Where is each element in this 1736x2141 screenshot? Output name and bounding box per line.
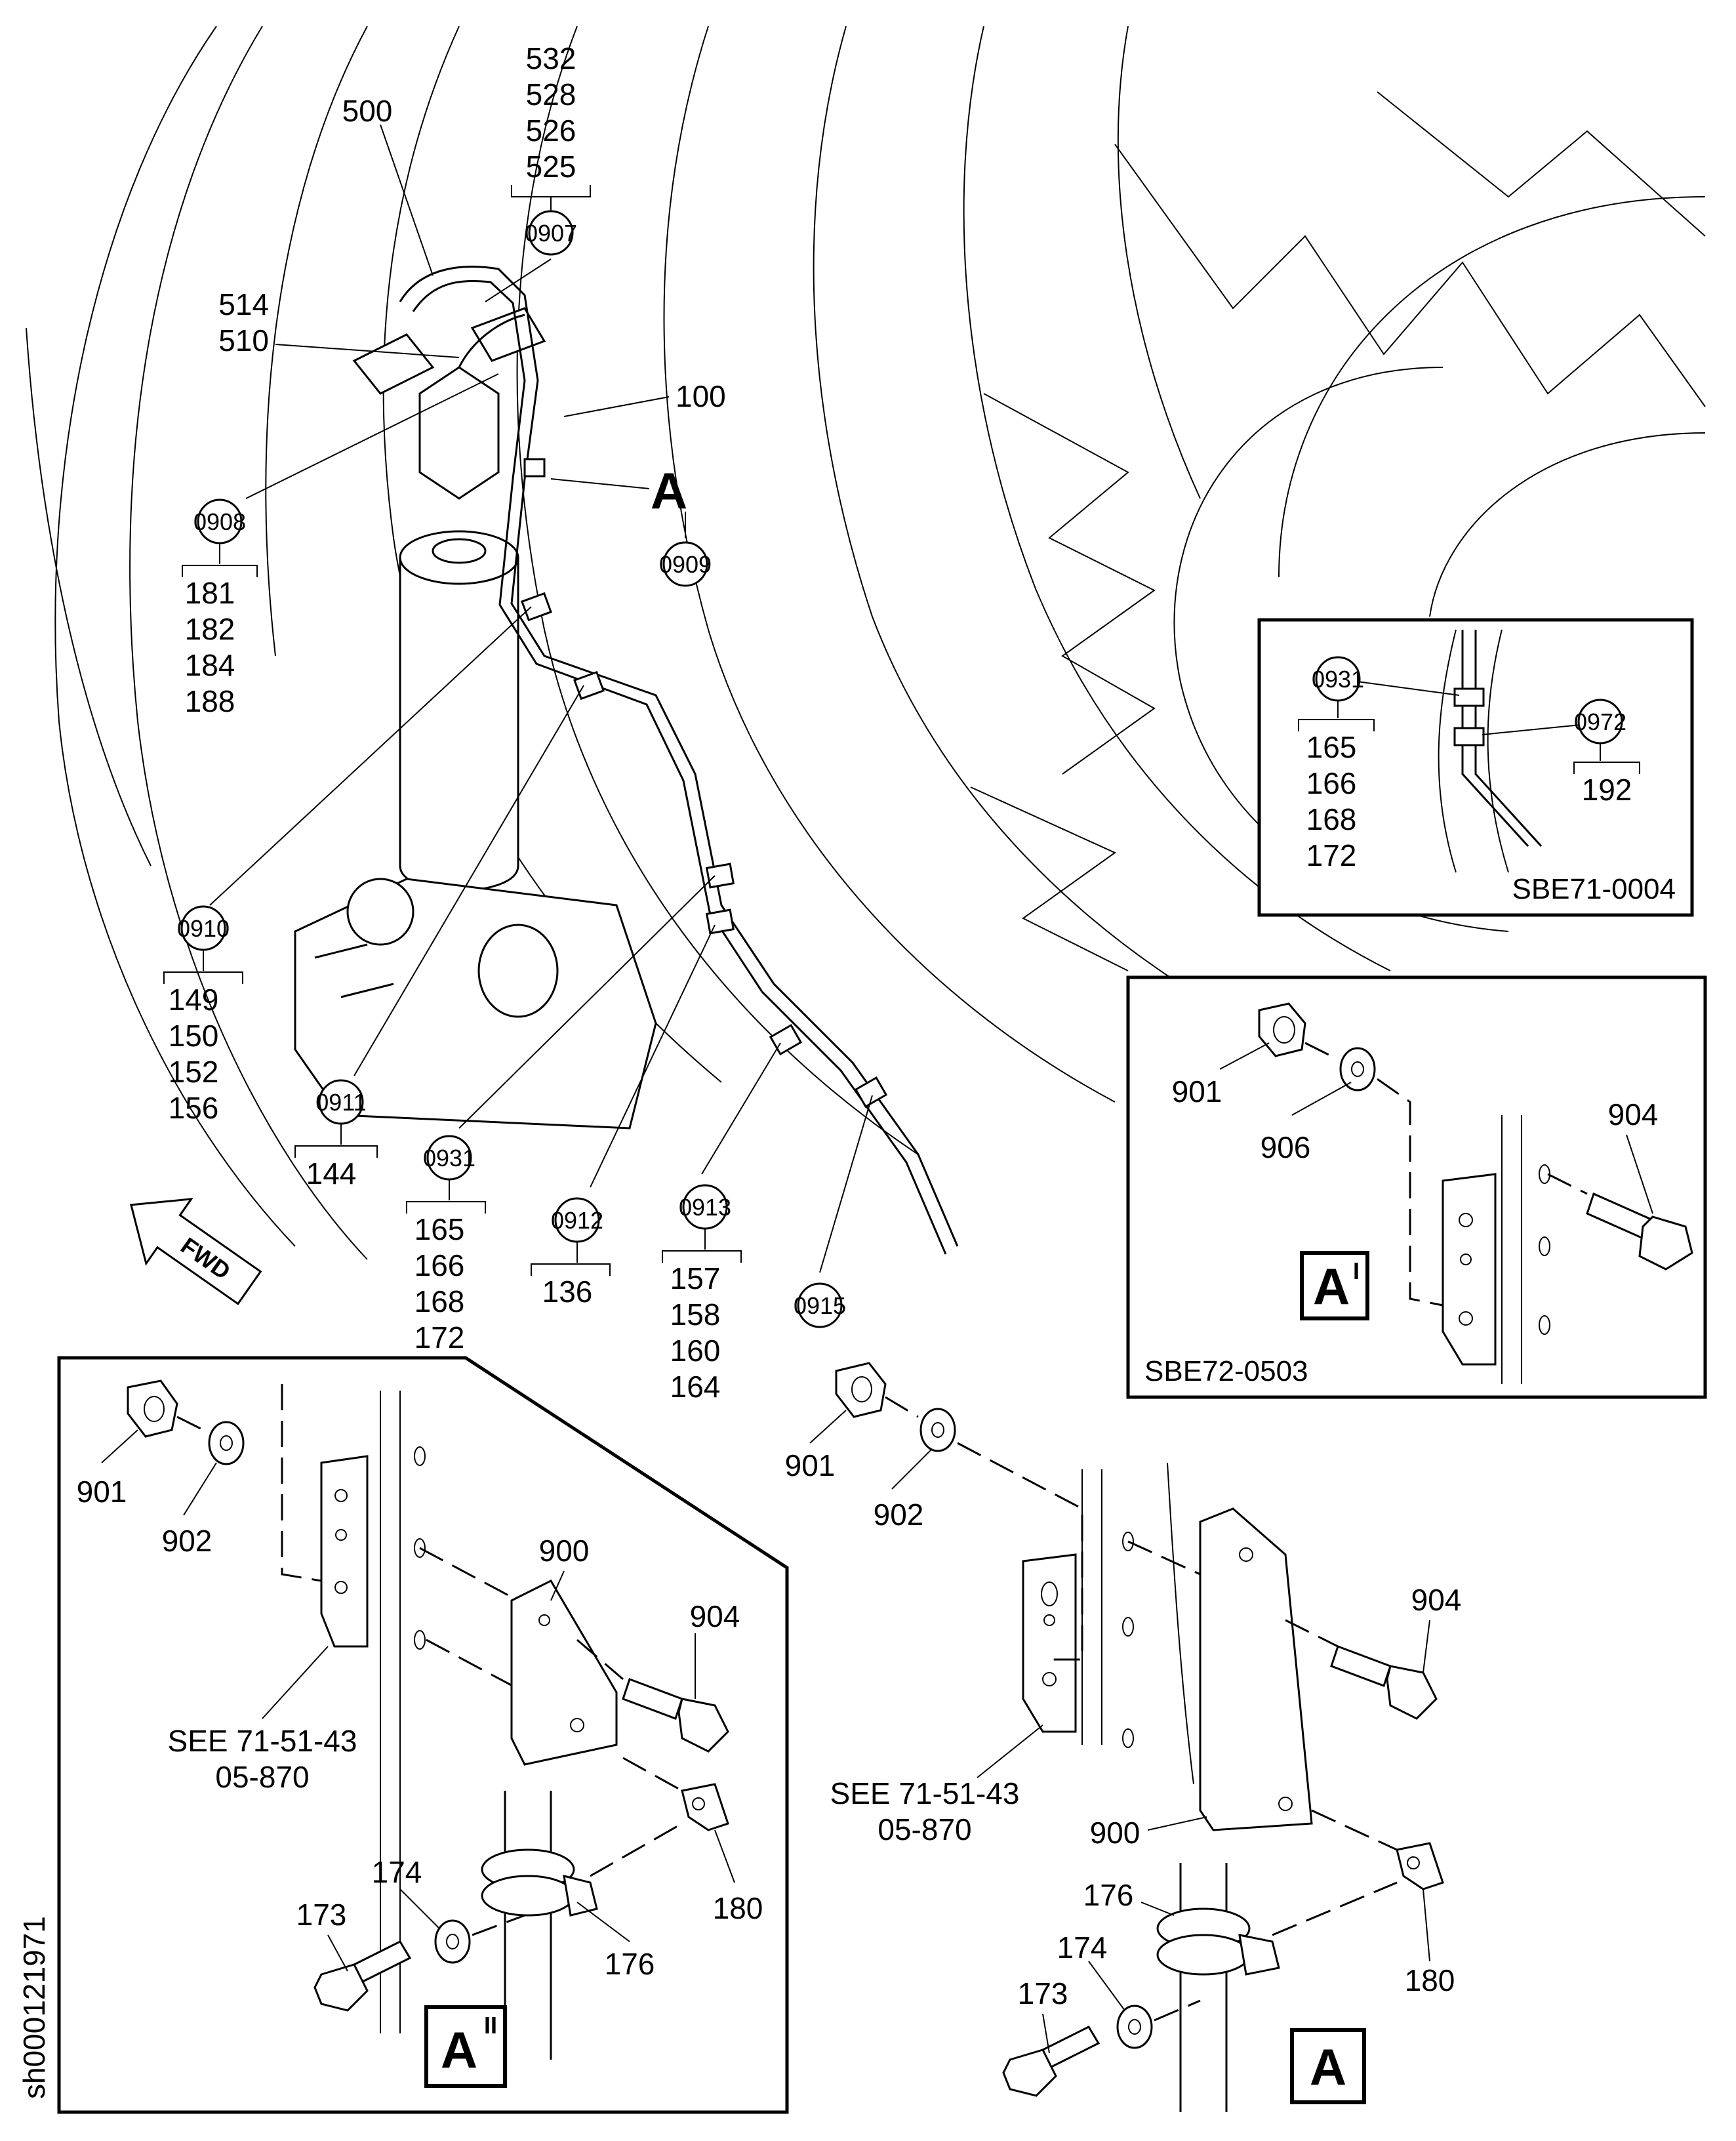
detail-a-label-901: 901 xyxy=(785,1448,836,1482)
inset-sbe71-label-165: 165 xyxy=(1306,730,1357,764)
inset-sbe72-view-mark: I xyxy=(1353,1257,1360,1284)
detail-a-double-prime: 901 902 900 904 174 173 176 180 SEE 71-5… xyxy=(57,1356,789,2114)
inset-sbe72-0503: 901 906 904 A I SBE72-0503 xyxy=(1126,975,1707,1399)
part-label-188: 188 xyxy=(185,684,235,718)
drawing-id: sh000121971 xyxy=(17,1916,51,2099)
part-label-165: 165 xyxy=(414,1212,465,1246)
detail-a2-label-174: 174 xyxy=(372,1855,422,1889)
inset-sbe71-label-166: 166 xyxy=(1306,766,1357,800)
inset-sbe71-label-168: 168 xyxy=(1306,802,1357,836)
detail-a2-see-ref-line1: SEE 71-51-43 xyxy=(168,1724,357,1758)
svg-text:0911: 0911 xyxy=(315,1089,366,1116)
detail-a2-label-173: 173 xyxy=(296,1898,347,1932)
detail-a: 901 902 904 900 176 174 173 180 SEE 71-5… xyxy=(785,1362,1462,2112)
detail-a-label-176: 176 xyxy=(1083,1878,1134,1912)
fwd-direction-arrow: FWD xyxy=(130,1198,262,1305)
svg-text:0908: 0908 xyxy=(193,508,246,535)
main-leader-lines xyxy=(209,124,873,1273)
part-label-526: 526 xyxy=(526,113,576,148)
inset-sbe71-circle-0931: 0931 xyxy=(1312,666,1364,693)
part-label-532: 532 xyxy=(526,41,576,75)
svg-text:0931: 0931 xyxy=(423,1145,475,1172)
part-label-168: 168 xyxy=(414,1284,465,1318)
part-label-500: 500 xyxy=(342,94,393,128)
inset-sbe72-label-906: 906 xyxy=(1261,1130,1311,1164)
part-label-528: 528 xyxy=(526,77,576,112)
part-label-158: 158 xyxy=(670,1297,721,1332)
part-label-156: 156 xyxy=(169,1091,219,1125)
svg-text:0912: 0912 xyxy=(551,1207,603,1234)
detail-a2-view-label: A xyxy=(441,2021,477,2079)
part-label-181: 181 xyxy=(185,576,235,610)
detail-a-label-900: 900 xyxy=(1090,1816,1141,1850)
circled-ref-0909: 0909 xyxy=(659,541,712,587)
detail-a-see-ref-line1: SEE 71-51-43 xyxy=(830,1776,1020,1810)
sensor-tube-assembly xyxy=(294,266,959,1255)
svg-text:0909: 0909 xyxy=(659,551,712,578)
circled-ref-0908: 0908 181 182 184 188 xyxy=(182,499,258,718)
detail-a2-view-mark: II xyxy=(484,2012,497,2039)
part-label-157: 157 xyxy=(670,1261,721,1295)
part-label-152: 152 xyxy=(169,1055,219,1089)
svg-text:0907: 0907 xyxy=(525,220,577,247)
detail-a2-label-904: 904 xyxy=(690,1599,740,1633)
inset-sbe71-circle-0972: 0972 xyxy=(1574,708,1626,735)
inset-sbe72-label-904: 904 xyxy=(1608,1097,1659,1132)
part-label-514: 514 xyxy=(218,287,269,321)
inset-sbe71-ref-code: SBE71-0004 xyxy=(1512,873,1676,905)
detail-a-label-180: 180 xyxy=(1405,1963,1455,1997)
part-label-172: 172 xyxy=(414,1320,465,1355)
part-label-150: 150 xyxy=(169,1019,219,1053)
svg-text:0915: 0915 xyxy=(794,1292,846,1319)
inset-sbe72-label-901: 901 xyxy=(1172,1074,1222,1109)
circled-ref-0910: 0910 149 150 152 156 xyxy=(163,905,243,1125)
part-label-166: 166 xyxy=(414,1248,465,1282)
detail-a-label-174: 174 xyxy=(1057,1930,1108,1965)
svg-text:0913: 0913 xyxy=(679,1194,731,1221)
detail-a-view-label: A xyxy=(1310,2038,1346,2096)
circled-ref-0907: 0907 xyxy=(525,210,577,256)
inset-sbe72-ref-code: SBE72-0503 xyxy=(1144,1355,1308,1387)
detail-a2-label-180: 180 xyxy=(713,1891,763,1925)
circled-ref-0913: 0913 157 158 160 164 xyxy=(662,1184,742,1404)
detail-a2-label-176: 176 xyxy=(605,1947,655,1981)
detail-a-label-173: 173 xyxy=(1018,1976,1068,2010)
detail-a2-see-ref-line2: 05-870 xyxy=(215,1760,309,1794)
part-label-160: 160 xyxy=(670,1334,721,1368)
part-label-184: 184 xyxy=(185,648,235,682)
circled-ref-0931-main: 0931 165 166 168 172 xyxy=(406,1135,486,1355)
detail-a-label-902: 902 xyxy=(874,1498,924,1532)
part-label-525: 525 xyxy=(526,150,576,184)
top-part-number-stack: 532 528 526 525 xyxy=(511,41,591,213)
part-label-100: 100 xyxy=(676,379,726,413)
detail-a2-label-900: 900 xyxy=(539,1534,590,1568)
detail-a-see-ref-line2: 05-870 xyxy=(878,1812,971,1846)
part-label-144: 144 xyxy=(306,1156,357,1191)
detail-a-label-904: 904 xyxy=(1411,1583,1462,1617)
part-label-149: 149 xyxy=(169,983,219,1017)
engine-background-contours xyxy=(26,26,1706,1260)
circled-ref-0915: 0915 xyxy=(794,1282,846,1328)
detail-a2-label-901: 901 xyxy=(77,1475,127,1509)
part-label-510: 510 xyxy=(218,323,269,357)
inset-sbe71-label-192: 192 xyxy=(1582,773,1632,807)
circled-ref-0912: 0912 136 xyxy=(531,1197,611,1309)
view-marker-a: A xyxy=(651,462,687,520)
inset-sbe71-label-172: 172 xyxy=(1306,838,1357,872)
inset-sbe71-0004: 0931 165 166 168 172 0972 192 SBE71-0004 xyxy=(1257,618,1694,917)
circled-ref-0911: 0911 144 xyxy=(294,1079,378,1191)
part-label-164: 164 xyxy=(670,1370,721,1404)
detail-a2-label-902: 902 xyxy=(162,1524,212,1558)
part-label-182: 182 xyxy=(185,612,235,646)
svg-text:0910: 0910 xyxy=(177,915,230,942)
part-label-136: 136 xyxy=(542,1274,593,1309)
inset-sbe72-view-label: A xyxy=(1313,1257,1350,1315)
